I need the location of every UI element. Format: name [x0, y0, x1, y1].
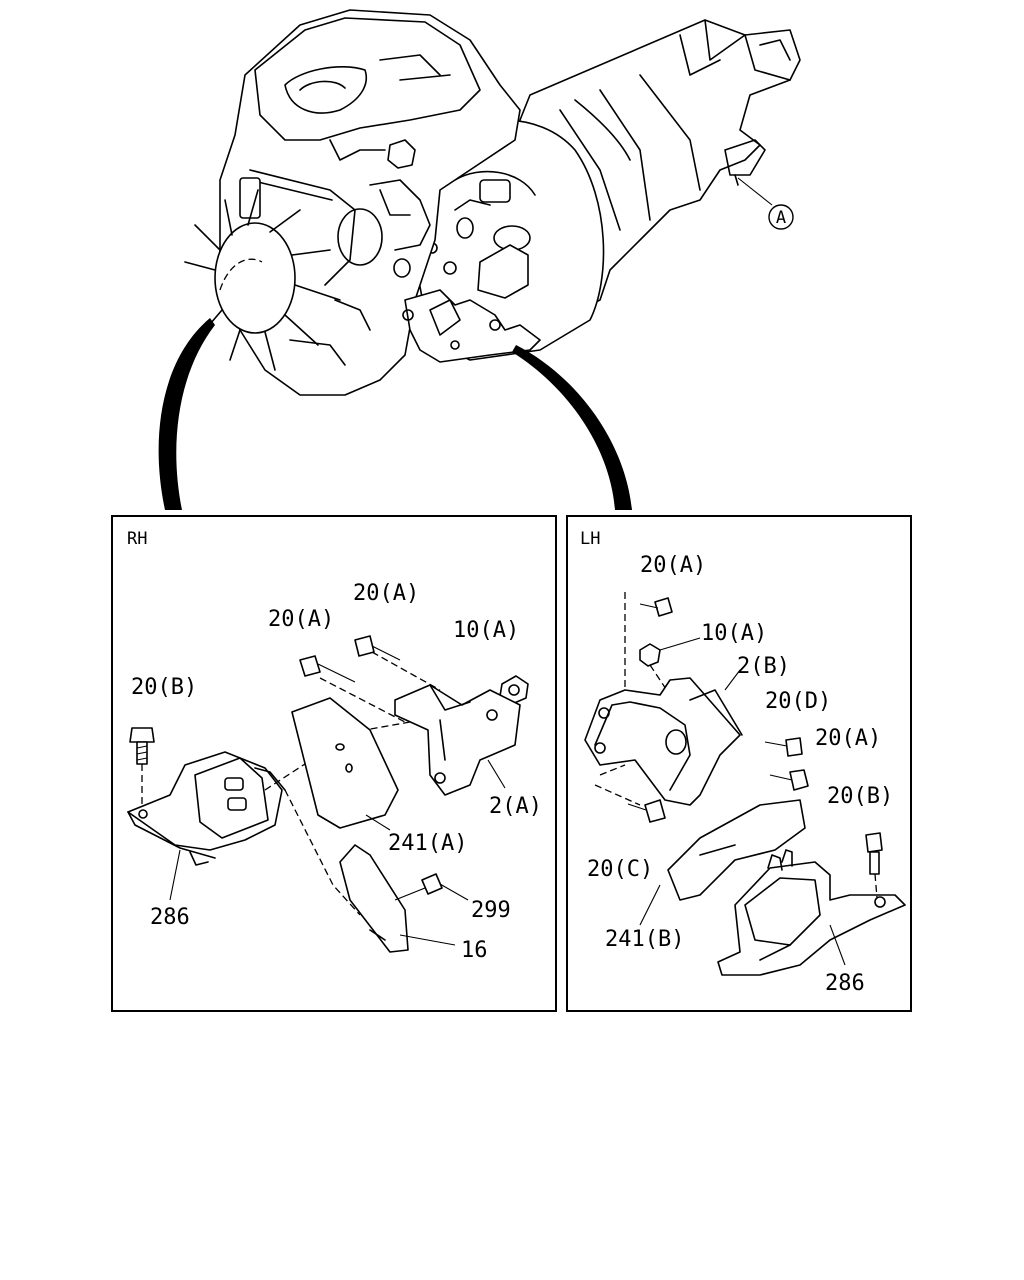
rh-label-20a-left: 20(A) [268, 607, 334, 632]
lh-label-20c: 20(C) [587, 857, 653, 882]
panel-lh-title: LH [580, 529, 600, 549]
leader-arc-lh [512, 345, 632, 510]
panel-lh: LH [566, 515, 912, 1012]
rh-shield-241a [291, 697, 399, 829]
callout-a: A [737, 177, 794, 230]
lh-mount-286 [717, 849, 906, 976]
lh-label-10a: 10(A) [701, 621, 767, 646]
rh-bolt-20b [129, 727, 155, 815]
lh-label-241b: 241(B) [605, 927, 684, 952]
lh-label-20a-mid: 20(A) [815, 726, 881, 751]
rh-label-16: 16 [461, 938, 488, 963]
rh-label-241a: 241(A) [388, 831, 467, 856]
lh-bolt-20d [764, 737, 803, 757]
lh-bolt-20b [865, 832, 883, 899]
lh-bolt-20c [594, 764, 666, 823]
panel-rh-title: RH [127, 529, 147, 549]
lh-label-20a-top: 20(A) [640, 553, 706, 578]
engine-assembly-illustration [184, 9, 801, 396]
rh-label-20b: 20(B) [131, 675, 197, 700]
lh-bolt-20a-mid [769, 769, 809, 791]
rh-bolt-299 [394, 873, 443, 901]
lh-shield-241b [667, 799, 806, 901]
rh-bolt-20a-right [354, 635, 441, 691]
leader-arc-rh [158, 318, 215, 510]
rh-label-20a-right: 20(A) [353, 581, 419, 606]
rh-bolt-20a-left [299, 655, 406, 723]
rh-bracket-2a [319, 684, 521, 796]
rh-plate-16 [339, 844, 409, 953]
lh-label-2b: 2(B) [737, 654, 790, 679]
rh-label-299: 299 [471, 898, 511, 923]
rh-mount-286 [127, 751, 286, 866]
panel-rh: RH [111, 515, 557, 1012]
rh-label-10a: 10(A) [453, 618, 519, 643]
rh-label-286: 286 [150, 905, 190, 930]
rh-label-2a: 2(A) [489, 794, 542, 819]
lh-label-286: 286 [825, 971, 865, 996]
lh-nut-10a [639, 637, 701, 696]
cooling-fan [184, 189, 341, 371]
callout-a-label: A [776, 208, 786, 228]
lh-bracket-2b [584, 677, 743, 806]
lh-label-20d: 20(D) [765, 689, 831, 714]
lh-label-20b: 20(B) [827, 784, 893, 809]
